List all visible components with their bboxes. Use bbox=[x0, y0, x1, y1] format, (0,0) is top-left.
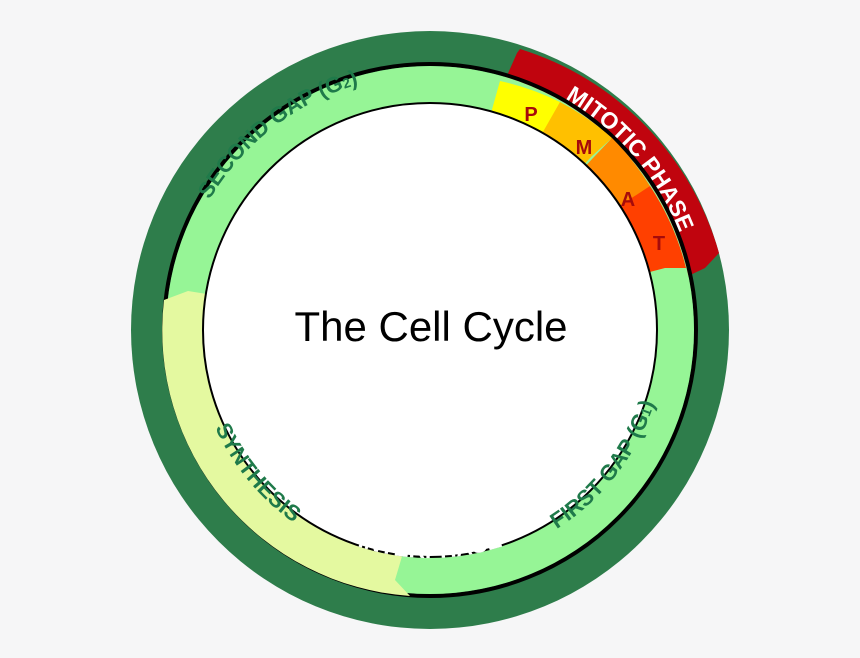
telophase-letter: T bbox=[653, 233, 665, 255]
center-area bbox=[202, 102, 658, 558]
prophase-letter: P bbox=[524, 104, 537, 126]
diagram-title: The Cell Cycle bbox=[294, 303, 567, 350]
anaphase-letter: A bbox=[621, 189, 635, 211]
metaphase-letter: M bbox=[576, 137, 593, 159]
